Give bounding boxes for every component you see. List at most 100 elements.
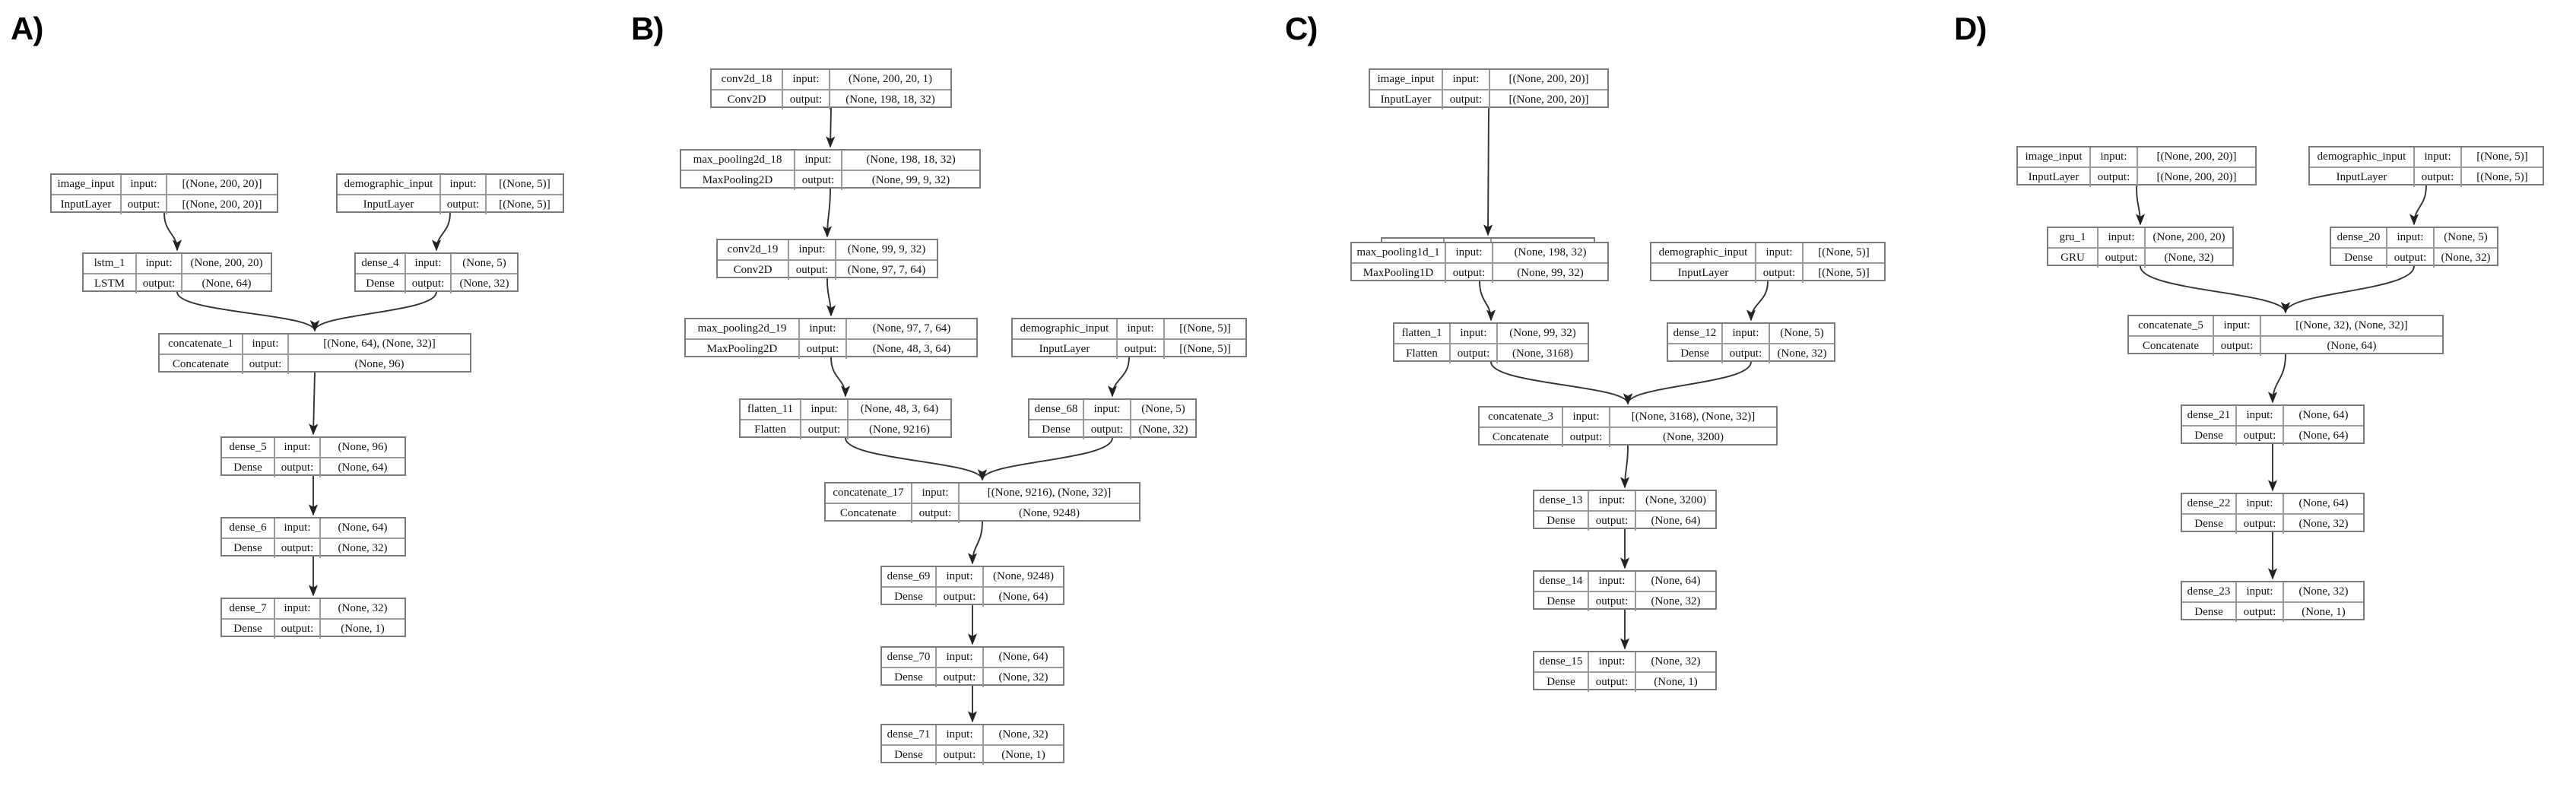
input-shape: (None, 64)	[998, 651, 1048, 663]
input-shape: (None, 64)	[338, 522, 388, 534]
layer-type: InputLayer	[1370, 90, 1443, 109]
output-label: output:	[275, 539, 321, 558]
layer-type: InputLayer	[1651, 264, 1756, 283]
output-shape: [(None, 5)]	[1179, 343, 1231, 355]
output-label: output:	[1589, 512, 1636, 531]
layer-name: concatenate_3	[1480, 408, 1563, 427]
output-shape: (None, 32)	[2164, 252, 2214, 264]
output-shape: [(None, 5)]	[1818, 267, 1870, 279]
input-shape: (None, 198, 32)	[1514, 246, 1587, 258]
output-shape: (None, 99, 9, 32)	[871, 174, 950, 186]
output-label: output:	[1084, 420, 1131, 439]
input-label: input:	[937, 725, 984, 744]
output-label: output:	[937, 668, 984, 687]
input-label: input:	[2387, 228, 2435, 247]
input-shape: (None, 99, 9, 32)	[847, 243, 926, 255]
edge-c_demo_input-to-c_dense_12	[1746, 281, 1769, 322]
output-label: output:	[1589, 673, 1636, 692]
input-shape: [(None, 200, 20)]	[1508, 73, 1589, 85]
layer-name: dense_4	[356, 254, 406, 273]
input-shape: (None, 9248)	[993, 570, 1054, 582]
input-label: input:	[1756, 243, 1804, 262]
output-label: output:	[1446, 264, 1493, 283]
output-label: output:	[801, 420, 849, 439]
input-label: input:	[275, 519, 321, 538]
input-shape: (None, 198, 18, 32)	[866, 154, 956, 166]
input-label: input:	[2237, 406, 2284, 425]
input-label: input:	[2237, 582, 2284, 601]
input-shape: (None, 5)	[462, 257, 506, 269]
edge-b_flatten_11-to-b_concatenate_17	[845, 437, 987, 481]
output-shape: (None, 9216)	[869, 423, 930, 436]
output-shape: (None, 32)	[338, 542, 388, 554]
input-label: input:	[1451, 324, 1498, 343]
input-label: input:	[243, 335, 289, 354]
panel-label-d: D)	[1954, 11, 1987, 46]
input-shape: (None, 200, 20)	[2152, 231, 2225, 243]
output-label: output:	[1451, 344, 1498, 363]
output-shape: (None, 32)	[998, 671, 1048, 683]
layer-type: Dense	[222, 620, 275, 639]
input-shape: [(None, 9216), (None, 32)]	[987, 487, 1112, 499]
output-label: output:	[2237, 515, 2284, 534]
output-label: output:	[937, 746, 984, 765]
input-shape: (None, 32)	[338, 602, 388, 614]
output-shape: [(None, 200, 20)]	[182, 198, 262, 211]
input-label: input:	[1563, 408, 1610, 427]
layer-name: conv2d_18	[712, 70, 783, 89]
input-shape: (None, 5)	[1780, 327, 1824, 339]
output-label: output:	[137, 274, 182, 293]
input-shape: [(None, 3168), (None, 32)]	[1631, 411, 1756, 423]
layer-type: Dense	[356, 274, 406, 293]
layer-type: Dense	[882, 588, 937, 607]
layer-name: concatenate_17	[826, 484, 912, 503]
output-shape: [(None, 200, 20)]	[1508, 94, 1589, 106]
layer-name: flatten_1	[1394, 324, 1451, 343]
edge-d_dense_20-to-d_concatenate_5	[2281, 265, 2415, 314]
input-label: input:	[137, 254, 182, 273]
output-shape: (None, 64)	[2298, 430, 2349, 442]
input-label: input:	[441, 175, 487, 194]
layer-type: Dense	[1534, 592, 1589, 611]
output-shape: (None, 64)	[338, 461, 388, 474]
input-label: input:	[1723, 324, 1770, 343]
edge-c_flatten_1-to-c_concatenate_3	[1490, 361, 1632, 405]
layer-name: dense_15	[1534, 652, 1589, 671]
edge-a_concatenate_1-to-a_dense_5	[309, 372, 319, 436]
layer-name: dense_71	[882, 725, 937, 744]
input-shape: [(None, 64), (None, 32)]	[323, 338, 436, 350]
panel-label-a: A)	[11, 11, 43, 46]
